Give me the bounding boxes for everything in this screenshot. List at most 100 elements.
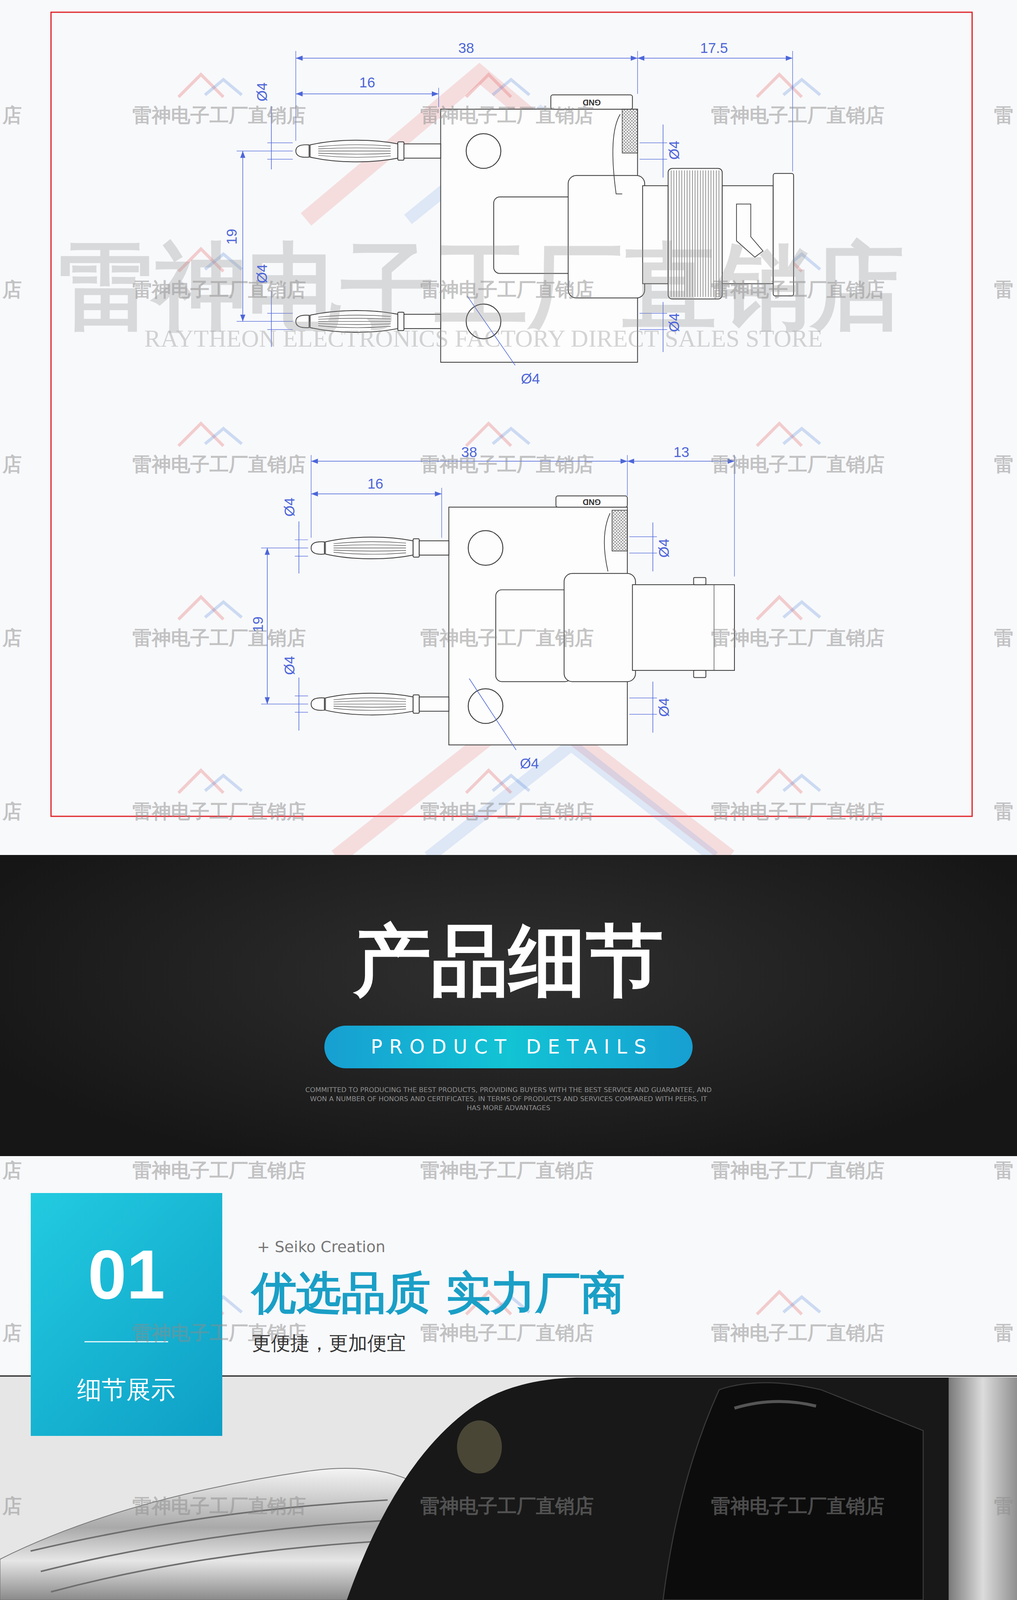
knurl-line bbox=[670, 170, 672, 297]
plug-collar bbox=[419, 696, 449, 712]
logo-mark bbox=[205, 775, 242, 791]
knurl-line bbox=[679, 170, 680, 297]
watermark: 雷神电子工厂直销店 bbox=[132, 801, 306, 821]
drawing-frame bbox=[50, 12, 972, 817]
watermark: 店 bbox=[2, 627, 22, 648]
watermark: 雷神电子工厂直销店 bbox=[711, 454, 885, 474]
extension-line bbox=[438, 87, 439, 108]
extension-line bbox=[792, 50, 793, 172]
extension-line bbox=[637, 50, 638, 94]
watermark: 店 bbox=[2, 801, 22, 821]
photo-body bbox=[346, 1377, 1017, 1600]
mounting-hole bbox=[466, 133, 502, 169]
dimension-line bbox=[271, 106, 272, 170]
ground-lug bbox=[612, 114, 623, 194]
photo-bnc-ring bbox=[948, 1377, 1017, 1600]
dimension-text: Ø4 bbox=[255, 263, 270, 283]
watermark: 雷神电子工厂直销店 bbox=[420, 627, 594, 648]
watermark: 店 bbox=[2, 1495, 22, 1516]
dimension-line bbox=[637, 57, 793, 59]
watermark: 雷 bbox=[994, 1495, 1014, 1516]
gnd-marking: GND bbox=[582, 98, 601, 107]
watermark: 雷神电子工厂直销店 bbox=[132, 627, 306, 648]
plug-groove bbox=[333, 703, 406, 705]
watermark: 雷神电子工厂直销店 bbox=[711, 280, 885, 300]
bnc-male-adapter-drawing bbox=[295, 94, 794, 363]
watermark: 雷 bbox=[994, 1160, 1014, 1180]
knurl-line bbox=[689, 170, 691, 297]
plug-spring-body bbox=[325, 693, 414, 715]
watermark: 雷神电子工厂直销店 bbox=[420, 454, 594, 474]
watermark: 店 bbox=[2, 280, 22, 300]
knurl-line bbox=[702, 170, 704, 297]
plug-groove bbox=[318, 155, 391, 158]
dimension-text: 38 bbox=[458, 40, 475, 55]
extension-line bbox=[267, 142, 293, 144]
plug-tip bbox=[295, 144, 309, 158]
plug-tip bbox=[311, 697, 325, 710]
banana-plug bbox=[311, 693, 450, 715]
watermark: 雷 bbox=[994, 801, 1014, 821]
watermark: 雷神电子工厂直销店 bbox=[420, 105, 594, 125]
extension-line bbox=[441, 487, 442, 538]
plug-spring-body bbox=[310, 310, 398, 333]
photo-hole bbox=[456, 1419, 502, 1473]
photo-plug-groove bbox=[50, 1540, 388, 1592]
watermark: 雷 bbox=[994, 454, 1014, 474]
plug-flange bbox=[412, 694, 420, 714]
extension-line bbox=[310, 454, 312, 538]
ground-lug-hatch bbox=[622, 109, 638, 153]
watermark: 雷 bbox=[994, 627, 1014, 648]
section-heading: 产品细节 bbox=[353, 922, 664, 1000]
bayonet-pin bbox=[693, 670, 706, 678]
dimension-line bbox=[266, 547, 268, 705]
logo-mark bbox=[783, 428, 821, 444]
knurl-line bbox=[710, 170, 712, 297]
watermark: 雷神电子工厂直销店 bbox=[132, 1495, 306, 1516]
dimension-text: Ø4 bbox=[282, 655, 297, 675]
logo-mark bbox=[205, 253, 242, 270]
plug-groove bbox=[333, 547, 406, 548]
plug-spring-body bbox=[325, 536, 414, 559]
extension-line bbox=[629, 697, 657, 698]
dimension-text: 16 bbox=[367, 476, 384, 491]
gnd-marking: GND bbox=[582, 497, 601, 506]
watermark: 雷神电子工厂直销店 bbox=[132, 1160, 306, 1180]
dimension-text: 16 bbox=[359, 75, 376, 90]
plug-groove bbox=[333, 708, 406, 711]
watermark: 雷神电子工厂直销店 bbox=[420, 1160, 594, 1180]
plug-groove bbox=[318, 314, 391, 317]
plug-flange bbox=[397, 141, 404, 161]
bnc-female-barrel bbox=[632, 584, 735, 671]
plug-groove bbox=[318, 323, 391, 325]
knurl-line bbox=[686, 170, 688, 297]
watermark: 店 bbox=[2, 105, 22, 125]
divider-line bbox=[84, 1340, 169, 1342]
watermark: 雷神电子工厂直销店 bbox=[711, 1322, 885, 1342]
dimension-line bbox=[295, 93, 439, 94]
watermark: 店 bbox=[2, 454, 22, 474]
watermark: 雷神电子工厂直销店 bbox=[132, 454, 306, 474]
watermark: 雷神电子工厂直销店 bbox=[711, 1160, 885, 1180]
dimension-text: Ø4 bbox=[656, 697, 672, 717]
dimension-line bbox=[311, 460, 628, 461]
dimension-text: 19 bbox=[250, 616, 266, 633]
plug-groove bbox=[318, 321, 391, 322]
watermark: 雷 bbox=[994, 280, 1014, 300]
watermark: 雷神电子工厂直销店 bbox=[420, 801, 594, 821]
bnc-neck bbox=[642, 185, 669, 284]
plug-groove bbox=[333, 549, 406, 551]
watermark: 雷 bbox=[994, 1322, 1014, 1342]
dimension-line bbox=[242, 150, 243, 322]
dimension-line bbox=[627, 460, 735, 461]
extension-line bbox=[294, 711, 308, 712]
plug-groove bbox=[333, 700, 406, 702]
logo-mark bbox=[783, 775, 821, 791]
plug-groove bbox=[333, 697, 406, 700]
extension-line bbox=[639, 142, 668, 144]
watermark: 雷神电子工厂直销店 bbox=[711, 627, 885, 648]
extension-line bbox=[261, 703, 308, 705]
leader-line bbox=[467, 295, 516, 365]
extension-line bbox=[261, 547, 308, 548]
knurl-line bbox=[692, 170, 693, 297]
